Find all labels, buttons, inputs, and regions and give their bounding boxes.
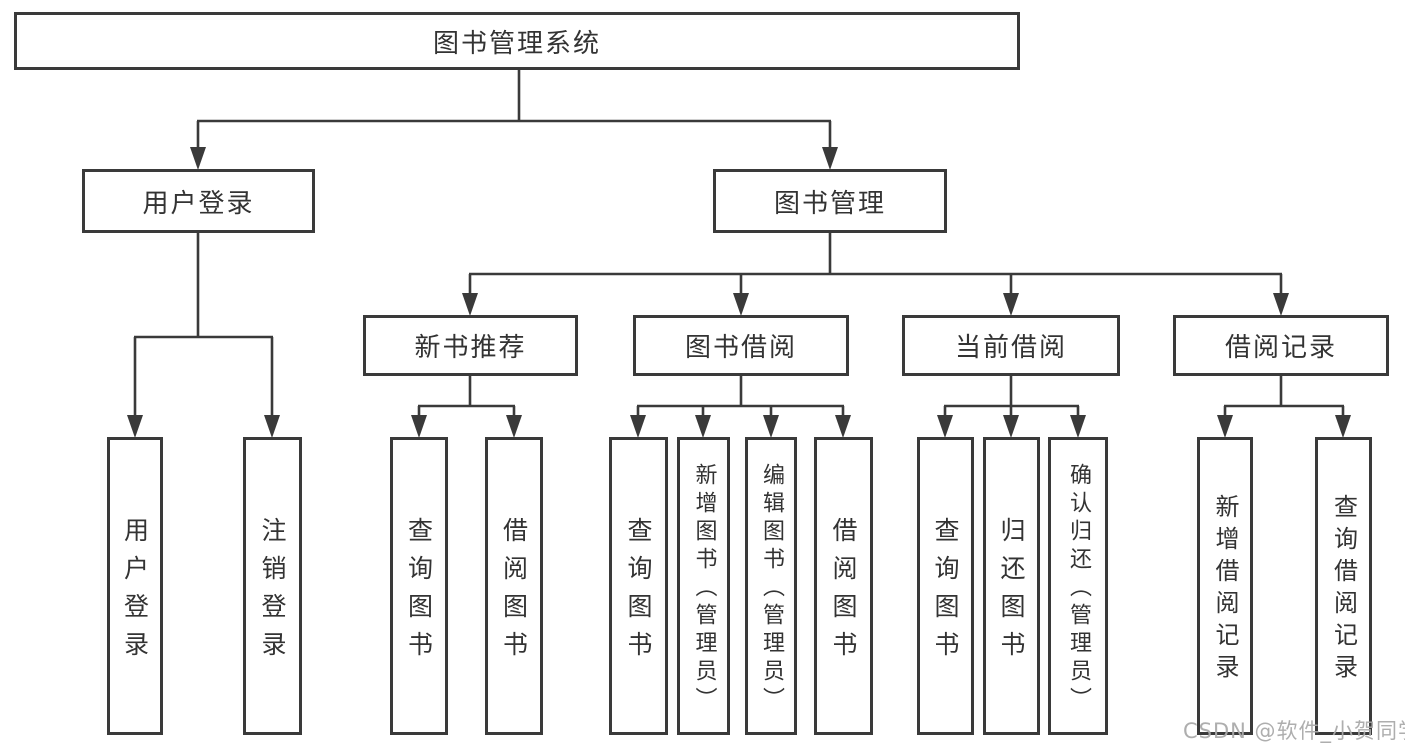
leaf-borrow-books-recommendation-label: 借阅图书: [499, 516, 529, 669]
node-borrowing-records: 借阅记录: [1173, 315, 1389, 376]
leaf-user-login: 用户登录: [107, 437, 163, 735]
leaf-borrow-books: 借阅图书: [814, 437, 873, 735]
node-book-borrowing: 图书借阅: [633, 315, 849, 376]
leaf-borrow-books-label: 借阅图书: [829, 516, 858, 669]
node-current-borrowing: 当前借阅: [902, 315, 1120, 376]
leaf-borrow-books-recommendation: 借阅图书: [485, 437, 543, 735]
leaf-add-borrowing-record: 新增借阅记录: [1197, 437, 1253, 735]
leaf-logout: 注销登录: [243, 437, 302, 735]
node-library-management-system: 图书管理系统: [14, 12, 1020, 70]
leaf-query-books-current-label: 查询图书: [931, 516, 960, 669]
leaf-confirm-return-admin: 确认归还（管理员）: [1048, 437, 1108, 735]
leaf-edit-books-admin-label: 编辑图书（管理员）: [759, 463, 784, 715]
leaf-query-books-borrowing-label: 查询图书: [624, 516, 653, 669]
leaf-return-books: 归还图书: [983, 437, 1040, 735]
leaf-add-borrowing-record-label: 新增借阅记录: [1211, 494, 1239, 686]
leaf-return-books-label: 归还图书: [997, 516, 1026, 669]
leaf-user-login-label: 用户登录: [120, 516, 150, 669]
leaf-query-borrowing-record: 查询借阅记录: [1315, 437, 1372, 735]
node-new-book-recommendation: 新书推荐: [363, 315, 578, 376]
node-book-management: 图书管理: [713, 169, 947, 233]
leaf-logout-label: 注销登录: [258, 516, 287, 669]
leaf-add-books-admin: 新增图书（管理员）: [677, 437, 730, 735]
leaf-confirm-return-admin-label: 确认归还（管理员）: [1066, 463, 1091, 715]
leaf-query-books-current: 查询图书: [917, 437, 974, 735]
leaf-query-borrowing-record-label: 查询借阅记录: [1329, 494, 1358, 686]
leaf-edit-books-admin: 编辑图书（管理员）: [745, 437, 797, 735]
leaf-query-books-recommendation-label: 查询图书: [404, 516, 434, 669]
leaf-query-books-borrowing: 查询图书: [609, 437, 668, 735]
node-user-login: 用户登录: [82, 169, 315, 233]
leaf-query-books-recommendation: 查询图书: [390, 437, 448, 735]
csdn-watermark: CSDN @软件_小贺同学: [1183, 719, 1405, 743]
leaf-add-books-admin-label: 新增图书（管理员）: [691, 463, 717, 715]
